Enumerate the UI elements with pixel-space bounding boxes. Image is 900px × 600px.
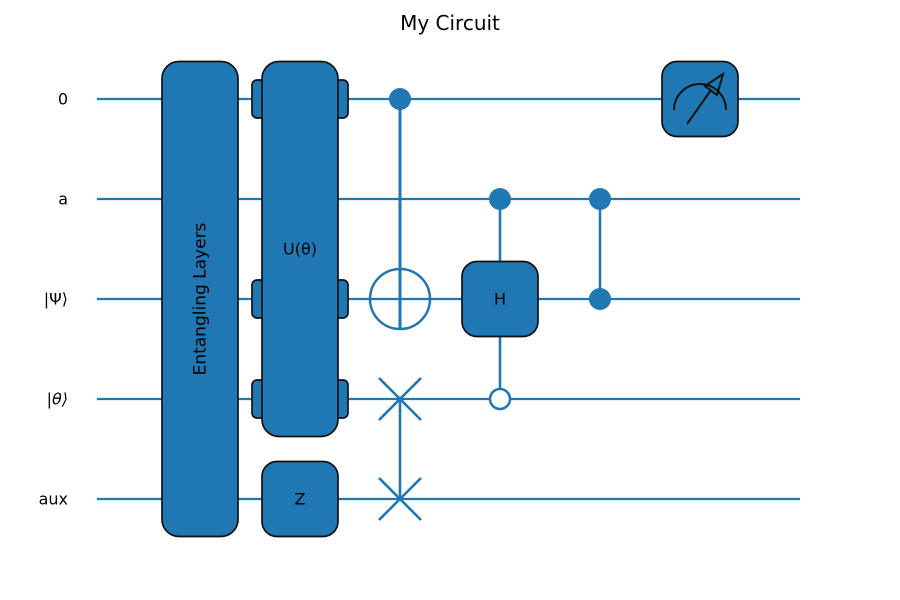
wire-label-2: |Ψ⟩	[44, 290, 68, 309]
gate-box	[261, 60, 339, 438]
u-theta-gate: U(θ)	[251, 60, 349, 438]
swap-cross	[378, 477, 422, 521]
entangling-layers-gate: Entangling Layers	[161, 60, 239, 538]
gates-layer: Entangling Layers U(θ) Z H	[161, 60, 739, 538]
cnot-gate	[368, 88, 432, 331]
measurement	[661, 60, 739, 138]
gate-label: Z	[295, 490, 306, 509]
cnot-target-circle	[368, 267, 432, 331]
z-gate: Z	[261, 460, 339, 538]
gate-label: H	[494, 290, 506, 309]
control-dot	[489, 188, 511, 210]
measure-arrowhead-icon	[703, 71, 725, 97]
swap-cross	[378, 377, 422, 421]
control-dot	[389, 88, 411, 110]
cz-gate	[589, 188, 611, 310]
measure-arc-icon	[673, 83, 727, 111]
wires-layer: 0 a |Ψ⟩ |θ⟩ aux	[39, 90, 800, 509]
control-dot	[589, 288, 611, 310]
open-control-dot	[488, 387, 512, 411]
swap-gate	[378, 377, 422, 521]
gate-box	[461, 260, 539, 338]
gate-box	[161, 60, 239, 538]
wire-label-3: |θ⟩	[47, 390, 68, 409]
gate-label: U(θ)	[283, 240, 317, 259]
gate-box	[261, 460, 339, 538]
controlled-h-gate: H	[461, 188, 539, 411]
measure-needle-icon	[686, 89, 712, 125]
measure-box	[661, 60, 739, 138]
wire-label-4: aux	[39, 490, 68, 509]
wire-label-1: a	[58, 190, 68, 209]
gate-label: Entangling Layers	[191, 222, 211, 375]
wire-label-0: 0	[58, 90, 68, 109]
circuit-title: My Circuit	[400, 11, 500, 35]
control-dot	[589, 188, 611, 210]
